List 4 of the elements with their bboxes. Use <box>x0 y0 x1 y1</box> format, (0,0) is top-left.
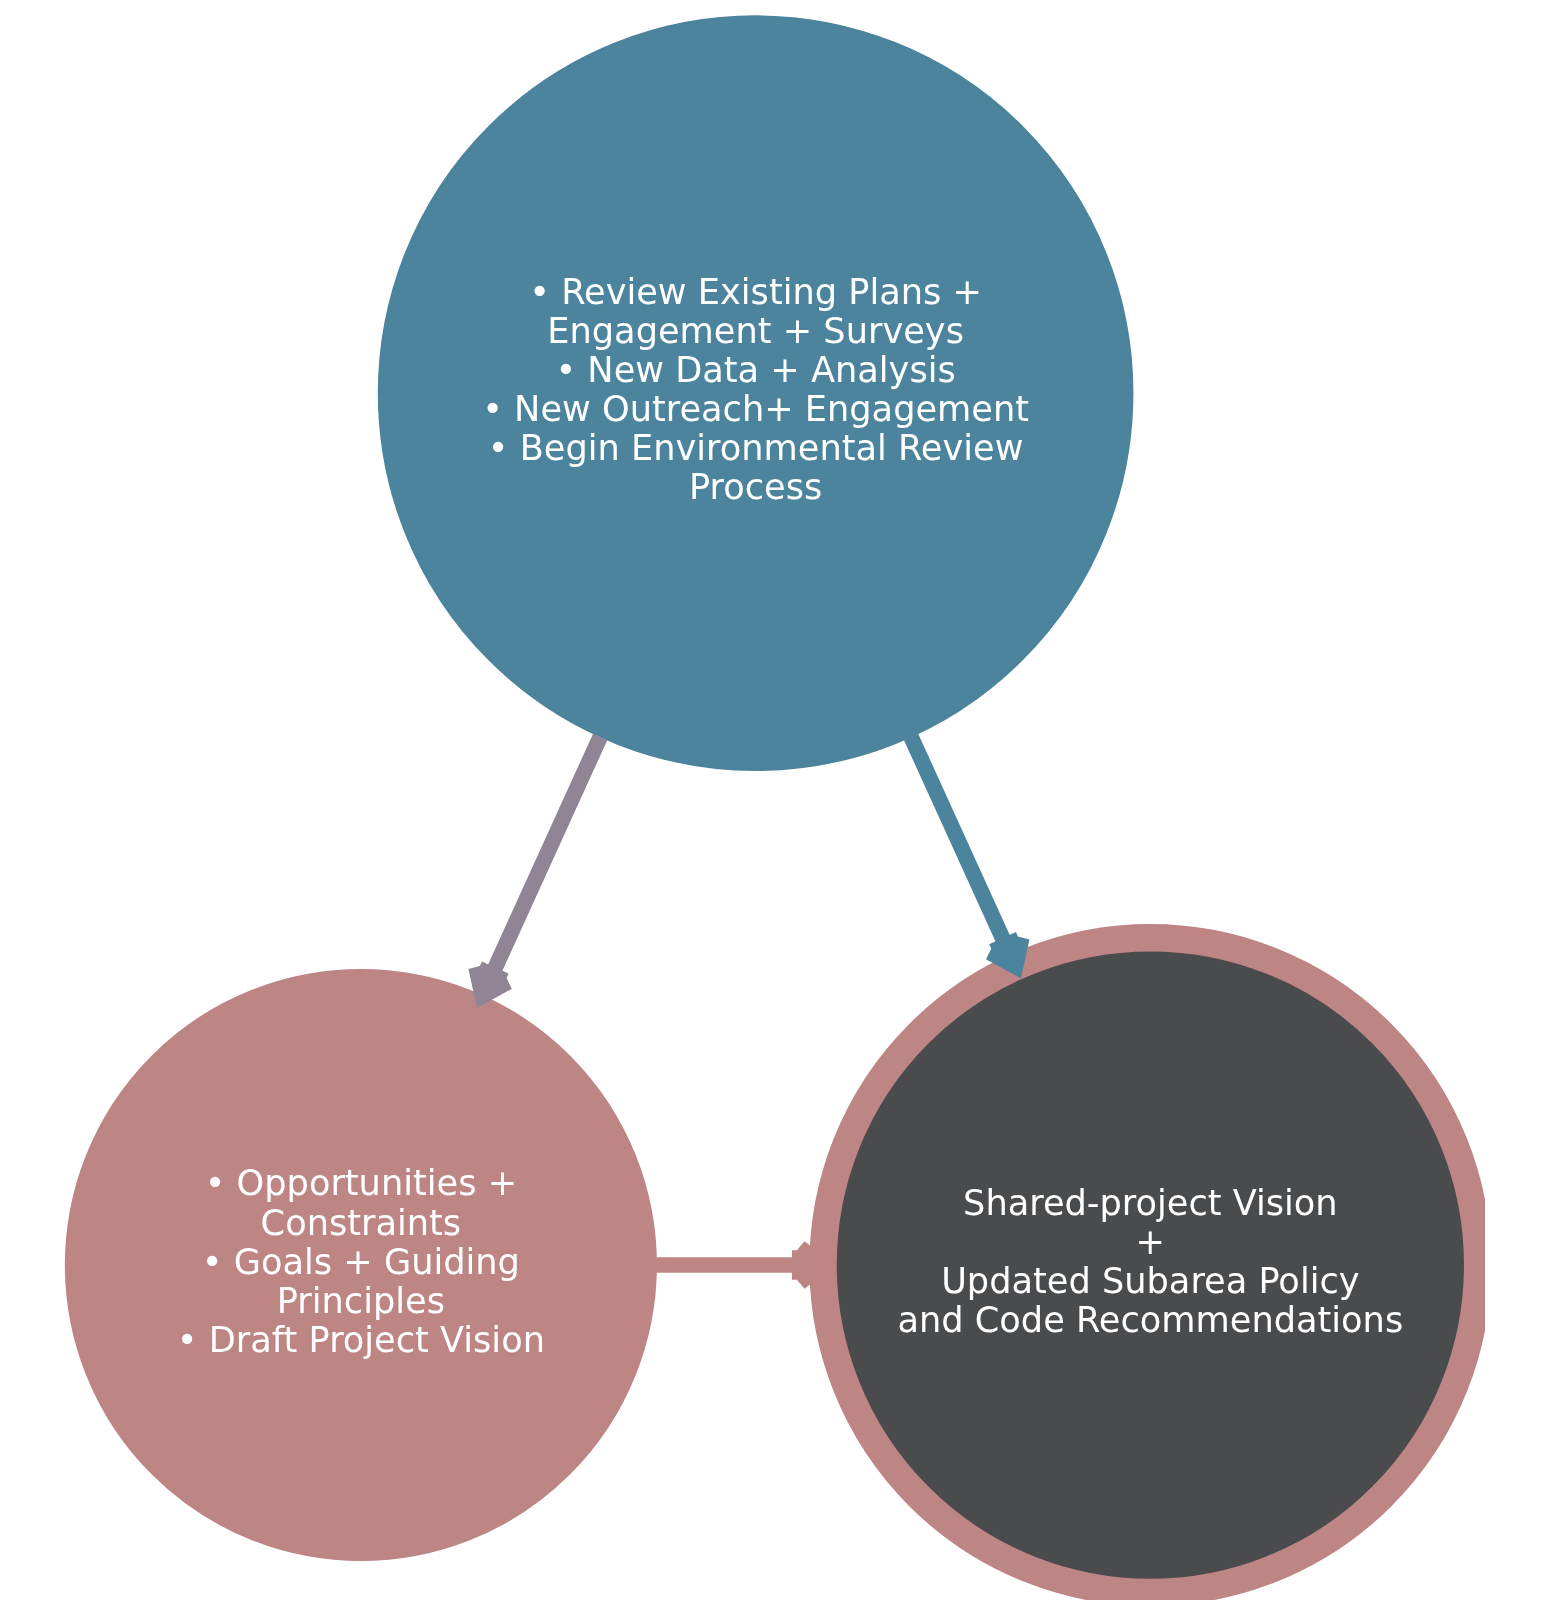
node-circle: • Opportunities + Constraints • Goals + Guiding Principles • Draft Project Vision <box>64 968 657 1562</box>
arrow <box>467 733 607 1005</box>
node-circle: Shared-project Vision + Updated Subarea Policy and Code Recommendations <box>808 924 1485 1600</box>
node-circle: • Review Existing Plans + Engagement + Surveys • New Data + Analysis • New Outreach+ Engagement • Begin Environmental Review Process <box>377 15 1133 771</box>
